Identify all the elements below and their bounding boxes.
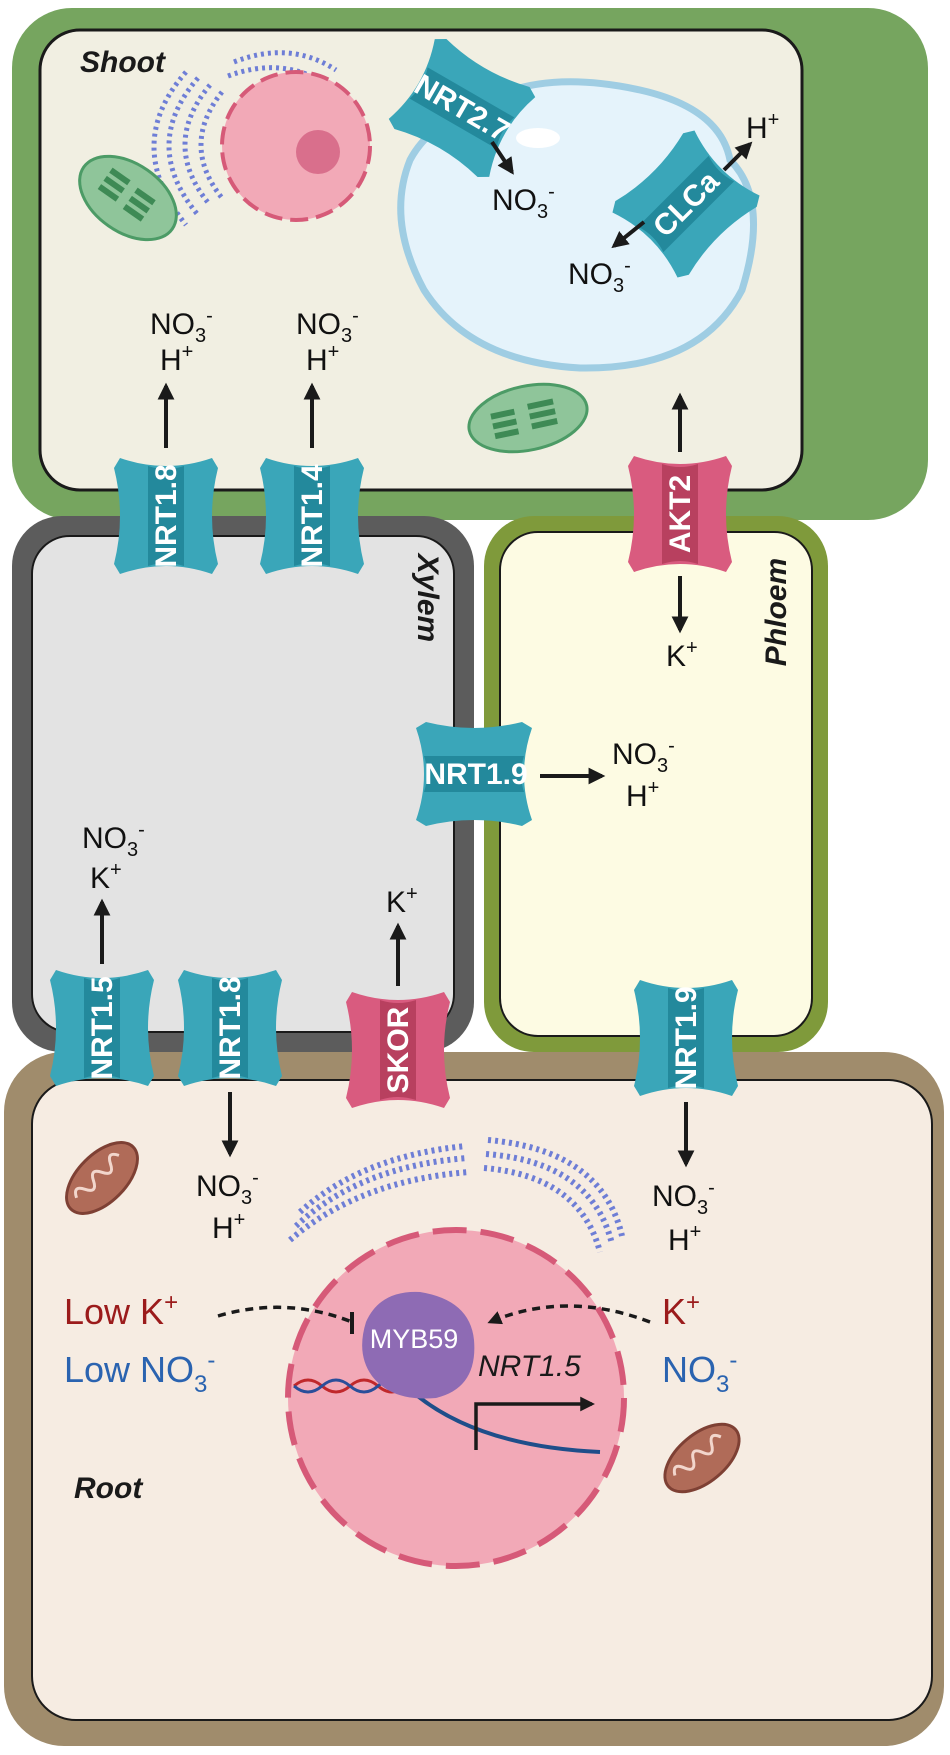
nrt1-5-label: NRT1.5 bbox=[86, 976, 119, 1079]
chloroplast-icon bbox=[467, 382, 589, 454]
nrt1-9-xylem-h-label: H+ bbox=[626, 777, 659, 813]
clca-no3-arrow bbox=[611, 220, 646, 249]
phloem-label: Phloem bbox=[760, 558, 793, 666]
skor-transporter: SKOR bbox=[346, 992, 450, 1108]
nrt2-7-arrow bbox=[490, 140, 514, 175]
akt2-label: AKT2 bbox=[664, 475, 697, 553]
mitochondrion-icon bbox=[65, 1141, 139, 1215]
nrt1-9-root-transporter: NRT1.9 bbox=[634, 980, 738, 1096]
shoot-nucleus-icon bbox=[220, 70, 372, 222]
low-k-signal-label: Low K+ bbox=[64, 1289, 178, 1332]
low-no3-signal-label: Low NO3- bbox=[64, 1347, 215, 1398]
k-signal-label: K+ bbox=[662, 1289, 700, 1332]
clca-transporter: CLCa bbox=[608, 126, 764, 282]
signal-activate-arrow bbox=[487, 1304, 651, 1325]
nrt1-4-no3-label: NO3- bbox=[296, 305, 359, 347]
nrt1-4-h-label: H+ bbox=[306, 341, 339, 377]
nrt1-8-root-transporter: NRT1.8 bbox=[178, 970, 282, 1086]
root-label: Root bbox=[74, 1472, 144, 1505]
nrt1-9-xylem-no3-label: NO3- bbox=[612, 735, 675, 777]
nrt1-8-shoot-label: NRT1.8 bbox=[150, 464, 183, 567]
clca-h-arrow bbox=[722, 141, 753, 172]
myb59-label: MYB59 bbox=[370, 1324, 459, 1354]
nrt1-8-root-no3-label: NO3- bbox=[196, 1167, 259, 1209]
nrt1-5-gene-label: NRT1.5 bbox=[478, 1350, 581, 1383]
nrt1-4-transporter: NRT1.4 bbox=[260, 458, 364, 574]
nrt1-8-shoot-transporter: NRT1.8 bbox=[114, 458, 218, 574]
xylem-cell: Xylem bbox=[12, 516, 474, 1052]
chloroplast-icon bbox=[78, 154, 178, 242]
shoot-label: Shoot bbox=[80, 46, 167, 79]
nrt1-8-root-h-label: H+ bbox=[212, 1209, 245, 1245]
transcription-start-arrow bbox=[474, 1396, 595, 1450]
xylem-label: Xylem bbox=[411, 552, 444, 642]
clca-no3-label: NO3- bbox=[568, 255, 631, 297]
nrt1-8-root-label: NRT1.8 bbox=[214, 976, 247, 1079]
root-er-icon bbox=[288, 1137, 625, 1253]
low-signal-inhibit-arrow bbox=[217, 1305, 353, 1324]
xylem-cell-interior bbox=[31, 535, 455, 1033]
akt2-transporter: AKT2 bbox=[628, 456, 732, 572]
no3-signal-label: NO3- bbox=[662, 1347, 737, 1398]
skor-k-label: K+ bbox=[386, 883, 418, 919]
nrt1-5-transporter: NRT1.5 bbox=[50, 970, 154, 1086]
nrt2-7-transporter: NRT2.7 bbox=[385, 33, 539, 183]
skor-label: SKOR bbox=[382, 1006, 415, 1093]
nrt1-5-no3-label: NO3- bbox=[82, 819, 145, 861]
mitochondrion-icon bbox=[663, 1422, 741, 1494]
phloem-cell: Phloem bbox=[484, 516, 828, 1052]
nrt1-9-root-h-label: H+ bbox=[668, 1221, 701, 1257]
nrt1-9-root-label: NRT1.9 bbox=[670, 986, 703, 1089]
nrt1-9-xylem-label: NRT1.9 bbox=[424, 758, 527, 791]
nrt1-5-k-label: K+ bbox=[90, 859, 122, 895]
akt2-k-label: K+ bbox=[666, 637, 698, 673]
nrt1-8-shoot-no3-label: NO3- bbox=[150, 305, 213, 347]
nrt1-9-root-no3-label: NO3- bbox=[652, 1177, 715, 1219]
clca-h-label: H+ bbox=[746, 109, 779, 145]
gene-strand-line bbox=[404, 1384, 601, 1454]
root-nucleus-icon bbox=[285, 1227, 627, 1569]
nrt1-4-label: NRT1.4 bbox=[296, 464, 329, 568]
nrt1-8-shoot-h-label: H+ bbox=[160, 341, 193, 377]
nrt2-7-no3-label: NO3- bbox=[492, 181, 555, 223]
myb59-protein: MYB59 bbox=[362, 1291, 475, 1399]
